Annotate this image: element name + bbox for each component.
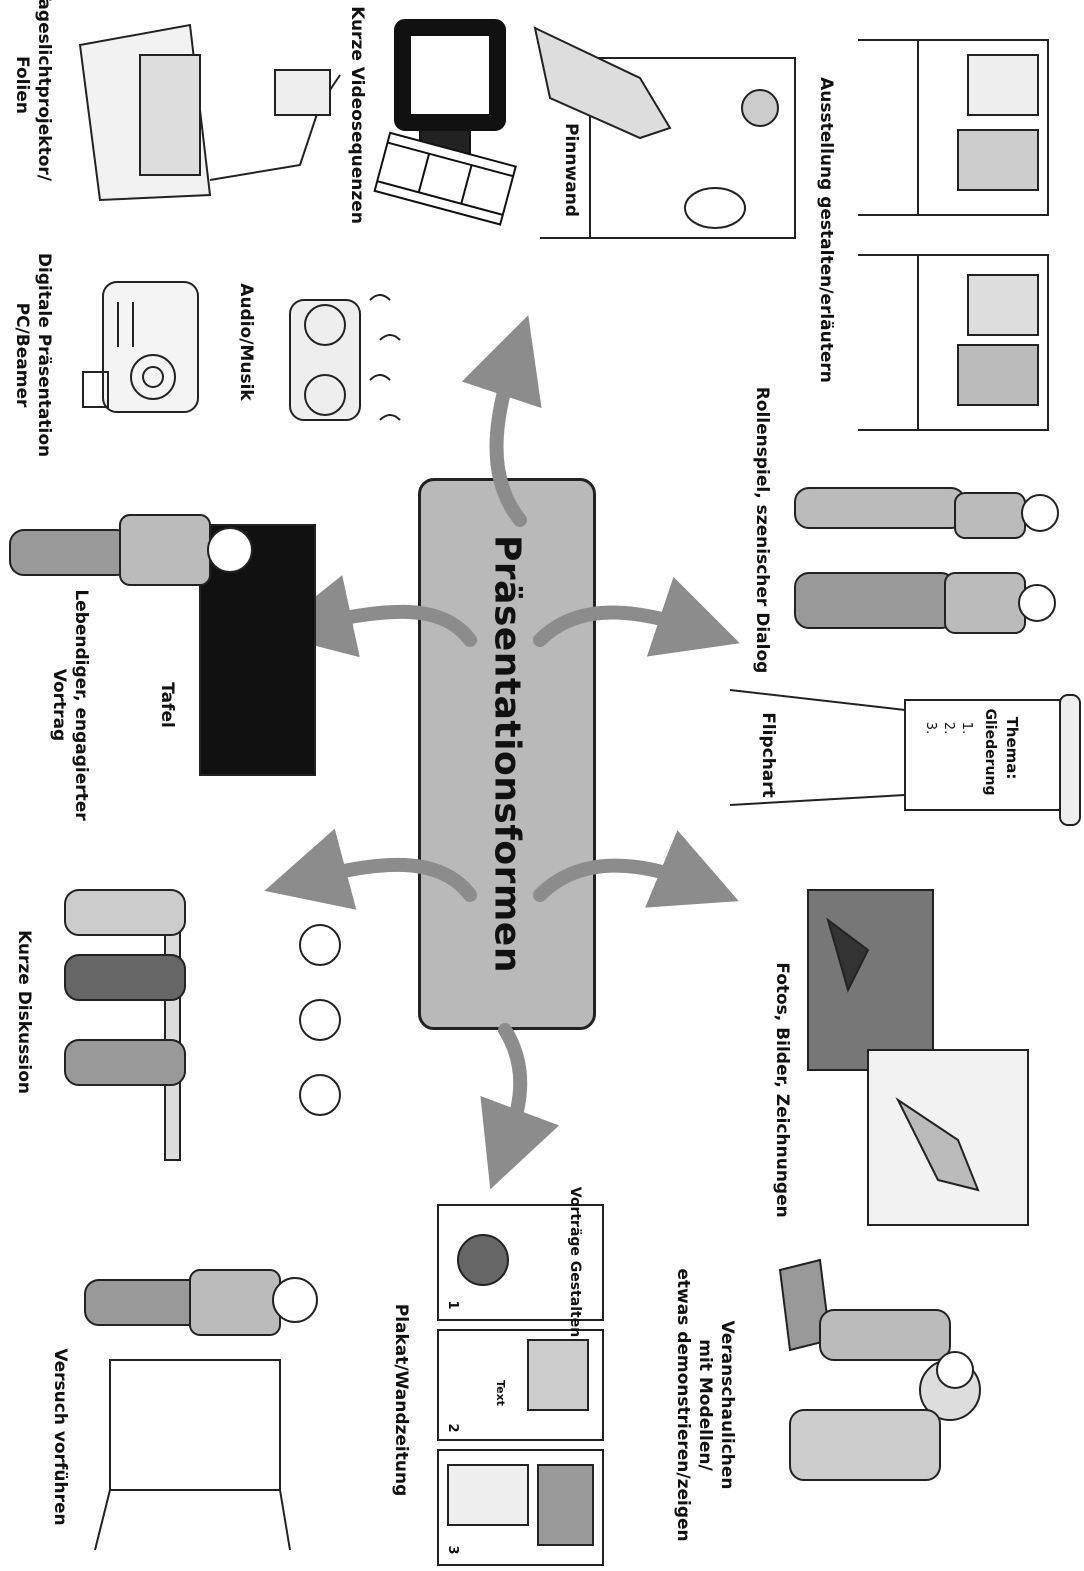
label-versuch: Versuch vorführen bbox=[50, 1348, 70, 1526]
blackboard-speaker-illustration bbox=[9, 514, 316, 776]
photos-illustration bbox=[807, 889, 1029, 1226]
experiment-illustration bbox=[84, 1269, 318, 1551]
overhead-projector-illustration bbox=[78, 23, 341, 202]
label-modelle: Veranschaulichen mit Modellen/ etwas dem… bbox=[673, 1268, 737, 1542]
poster-number-3: 3 bbox=[445, 1545, 460, 1555]
flipchart-heading: Thema: bbox=[1003, 716, 1021, 780]
poster-number-2: 2 bbox=[445, 1423, 460, 1433]
label-pinnwand: Pinnwand bbox=[561, 123, 581, 217]
discussion-illustration bbox=[64, 889, 341, 1161]
label-digital: Digitale Präsentation PC/Beamer bbox=[12, 252, 54, 458]
flipchart-item-3: 3. bbox=[923, 721, 938, 735]
pinboard-illustration bbox=[533, 26, 796, 239]
model-demonstration-illustration bbox=[778, 1258, 981, 1481]
label-videos: Kurze Videosequenzen bbox=[347, 6, 367, 224]
label-tafel: Tafel bbox=[157, 682, 177, 728]
video-camera-illustration bbox=[373, 19, 517, 226]
projector-illustration bbox=[82, 281, 199, 413]
poster-title: Vorträge Gestalten bbox=[567, 1186, 583, 1338]
label-vortrag: Lebendiger, engagierter Vortrag bbox=[49, 589, 91, 821]
center-box bbox=[418, 478, 596, 1030]
poster-illustration bbox=[437, 1204, 604, 1566]
label-fotos: Fotos, Bilder, Zeichnungen bbox=[772, 962, 792, 1218]
label-ausstellung: Ausstellung gestalten/erläutern bbox=[816, 77, 836, 383]
poster-number-1: 1 bbox=[445, 1300, 460, 1310]
label-diskussion: Kurze Diskussion bbox=[14, 929, 34, 1095]
poster-note: Text bbox=[494, 1380, 507, 1406]
label-flipchart: Flipchart bbox=[758, 712, 778, 798]
boombox-illustration bbox=[289, 294, 401, 421]
role-play-illustration bbox=[794, 487, 1059, 634]
label-audio: Audio/Musik bbox=[236, 283, 256, 401]
exhibition-boards-illustration bbox=[858, 39, 1049, 431]
arrow-down bbox=[480, 1023, 560, 1190]
flipchart-illustration bbox=[729, 689, 1081, 826]
center-title: Präsentationsformen bbox=[486, 535, 528, 973]
flipchart-sub: Gliederung bbox=[982, 708, 998, 796]
label-rollenspiel: Rollenspiel, szenischer Dialog bbox=[752, 386, 772, 674]
label-plakat: Plakat/Wandzeitung bbox=[391, 1303, 411, 1497]
label-tageslicht: Tageslichtprojektor/ Folien bbox=[12, 0, 54, 181]
